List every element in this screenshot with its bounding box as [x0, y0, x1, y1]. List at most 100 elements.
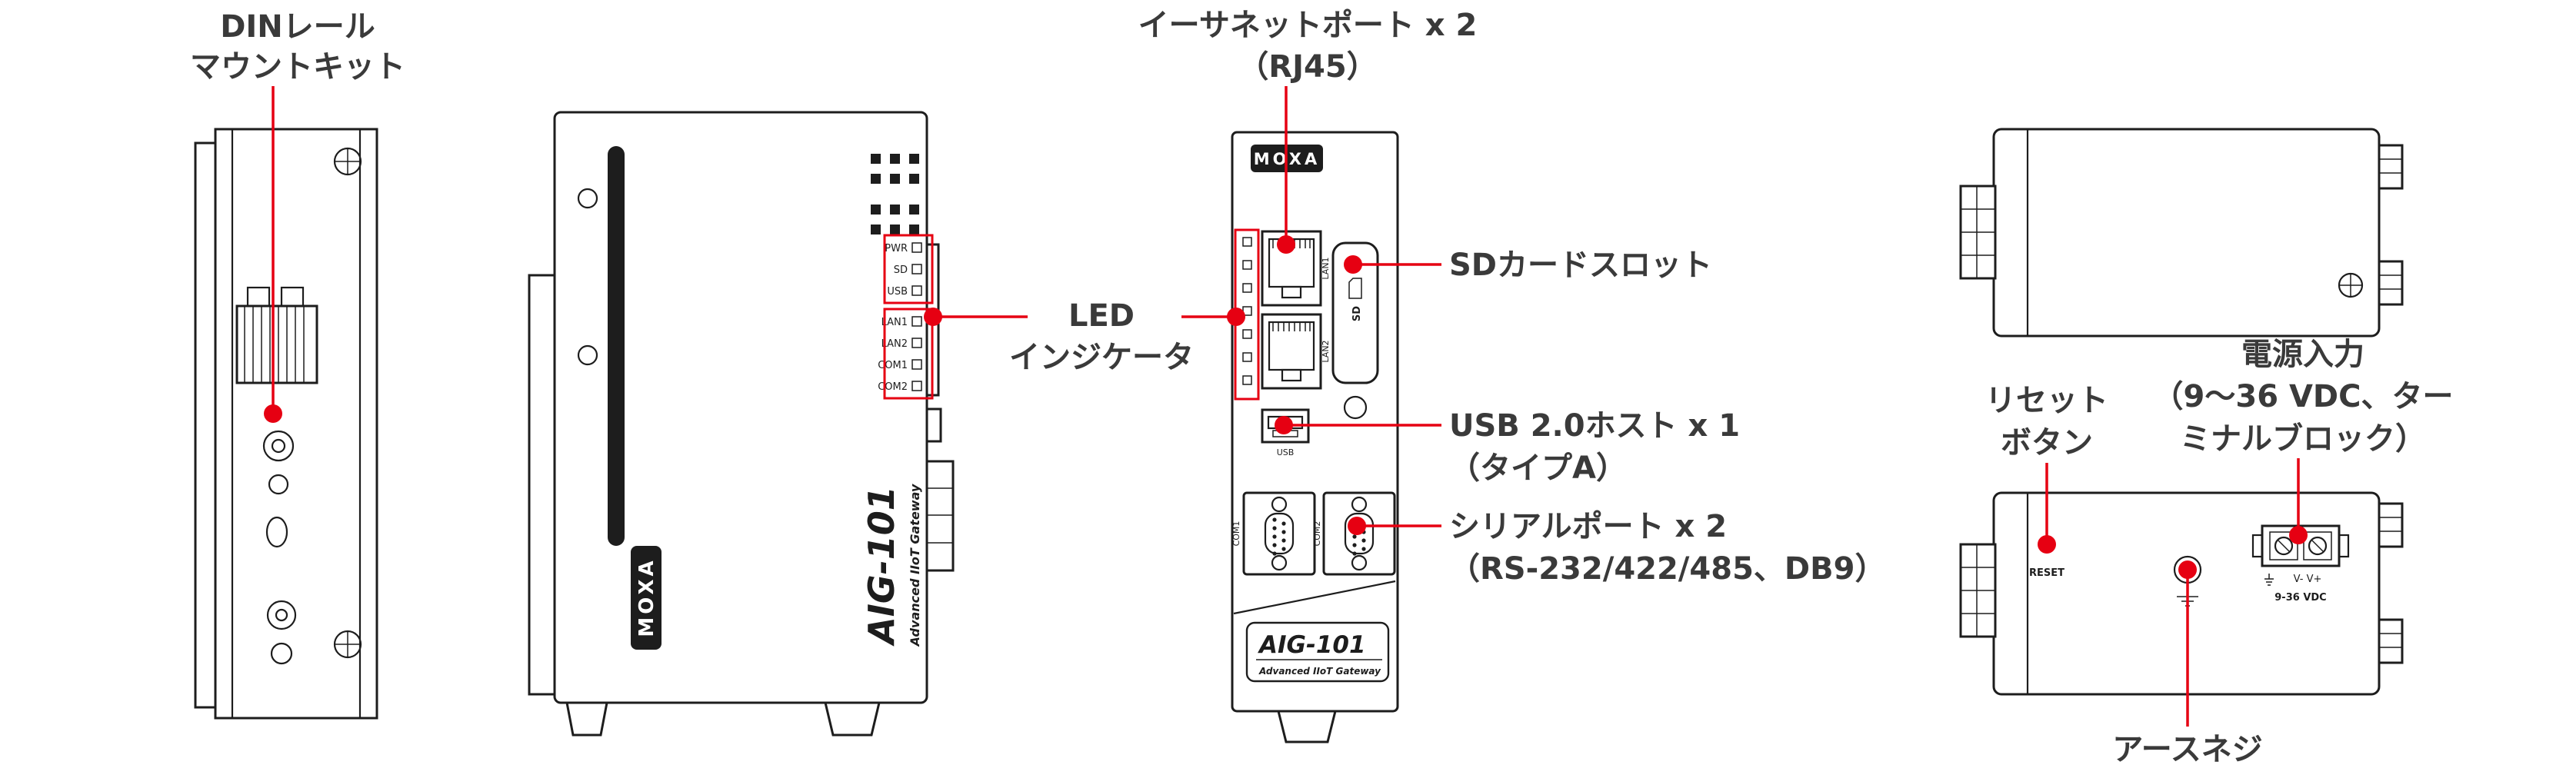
- callout-usb: [1275, 416, 1441, 434]
- label-ethernet-line2: （RJ45）: [1238, 49, 1377, 85]
- led-row: LAN2: [881, 338, 922, 350]
- led-group-box-1: [883, 234, 934, 304]
- callout-ground: [2178, 560, 2197, 727]
- db9-shell: [1344, 512, 1375, 555]
- led-label: USB: [887, 286, 908, 298]
- din-clip-side: [528, 274, 556, 696]
- callout-dot: [1227, 308, 1245, 326]
- lan1-port-label: LAN1: [1321, 257, 1331, 279]
- side-serial-edge: [925, 460, 955, 572]
- led-label: SD: [894, 264, 908, 276]
- callout-din-rail: [264, 86, 282, 423]
- callout-dot: [2289, 526, 2308, 544]
- rear-left-flange: [194, 141, 217, 709]
- label-serial-line1: シリアルポート x 2: [1449, 509, 1727, 544]
- front-foot: [1277, 710, 1337, 743]
- top-view: [1959, 128, 2404, 338]
- db9-screw-top: [1351, 496, 1368, 513]
- model-name-side: AIG-101: [861, 486, 902, 647]
- label-reset-line1: リセット: [1985, 383, 2108, 418]
- led-square: [911, 285, 922, 296]
- label-usb-line2: （タイプA）: [1449, 451, 1627, 486]
- side-foot-left: [565, 701, 608, 737]
- bottom-view: RESET V- V+ 9-36 VDC: [1959, 491, 2404, 696]
- callout-ethernet: [1277, 86, 1295, 254]
- rear-screw-bottom: [333, 630, 362, 659]
- din-clip-body: [235, 304, 318, 384]
- label-power-line2: （9〜36 VDC、ター: [2153, 379, 2454, 414]
- rj45-pins: [1272, 322, 1311, 331]
- lower-hole-2: [270, 642, 293, 665]
- db9-pins: [1272, 517, 1286, 556]
- front-screw-hole: [1343, 395, 1368, 420]
- led-row: USB: [887, 285, 922, 298]
- terminal-cell-2: [2303, 531, 2332, 560]
- led-square: [911, 242, 922, 253]
- terminal-screw-2: [2308, 536, 2328, 556]
- led-square: [911, 338, 922, 348]
- logo-plate: [631, 546, 661, 650]
- rj45-port-1: LAN1: [1261, 230, 1331, 307]
- spring-anchor-outer: [262, 430, 295, 462]
- model-subtitle-front: Advanced IIoT Gateway: [1258, 666, 1381, 677]
- annotation-labels: DINレール マウントキット イーサネットポート x 2 （RJ45） LED …: [190, 8, 2453, 765]
- led-square: [911, 316, 922, 327]
- led-label: COM2: [878, 381, 908, 393]
- led-label: PWR: [885, 243, 908, 254]
- terminal-screw-1: [2274, 536, 2294, 556]
- side-groove: [608, 146, 625, 546]
- top-right-connector-1: [2378, 144, 2404, 190]
- bottom-terminal-side: [1959, 543, 1997, 638]
- callout-dot: [1277, 235, 1295, 254]
- top-right-connector-2: [2378, 260, 2404, 306]
- sd-card-slot: SD: [1331, 241, 1379, 384]
- side-led-column: PWR SD USB LAN1 LAN2 COM1: [878, 242, 922, 393]
- label-reset-line2: ボタン: [2001, 425, 2093, 461]
- label-usb-line1: USB 2.0ホスト x 1: [1449, 408, 1740, 444]
- callout-led: [883, 228, 1260, 401]
- label-ethernet-line1: イーサネットポート x 2: [1138, 8, 1478, 43]
- badge-frame: [1245, 621, 1390, 683]
- db9-shell: [1264, 512, 1295, 555]
- top-body: [1992, 128, 2381, 338]
- led-row: PWR: [885, 242, 922, 254]
- label-ground: アースネジ: [2112, 732, 2263, 765]
- rear-panel-lines: [231, 129, 362, 718]
- side-vent-dots: [871, 154, 919, 234]
- model-badge: AIG-101 Advanced IIoT Gateway: [1245, 621, 1390, 683]
- model-subtitle-side: Advanced IIoT Gateway: [908, 484, 922, 647]
- lan2-port-label: LAN2: [1321, 340, 1331, 362]
- side-hole-bottom: [577, 344, 598, 366]
- lower-hole-inner: [275, 608, 288, 622]
- bottom-right-connector-2: [2378, 618, 2404, 664]
- terminal-ear-left: [2251, 534, 2264, 558]
- db9-screw-bottom: [1271, 554, 1288, 571]
- label-led-line2: インジケータ: [1009, 340, 1194, 375]
- callout-dot: [1344, 255, 1362, 274]
- screw-cross-icon: [335, 148, 361, 175]
- terminal-ear-right: [2338, 534, 2350, 558]
- rear-screw-top: [333, 147, 362, 176]
- db9-screw-bottom: [1351, 554, 1368, 571]
- usb-port-label: USB: [1277, 447, 1295, 457]
- top-terminal-side: [1959, 185, 1997, 280]
- serial-port-1: COM1: [1231, 491, 1316, 576]
- terminal-screw-slots: [2278, 540, 2324, 552]
- top-screw: [2338, 272, 2364, 298]
- spring-slot: [265, 516, 288, 548]
- din-rail-mount-kit: [235, 286, 318, 665]
- led-square: [911, 264, 922, 274]
- label-led-line1: LED: [1068, 298, 1135, 334]
- spring-hole: [268, 474, 289, 495]
- callout-dot: [264, 404, 282, 423]
- front-led-strip: [1242, 237, 1252, 385]
- moxa-logo-front: MOXA: [1251, 145, 1323, 172]
- led-row: LAN1: [881, 316, 922, 328]
- com2-port-label: COM2: [1312, 521, 1322, 547]
- sd-card-icon: [1348, 278, 1362, 299]
- reset-print-label: RESET: [2029, 567, 2064, 579]
- callout-dot: [1275, 416, 1293, 434]
- led-label: LAN1: [881, 317, 908, 328]
- callout-dot: [924, 308, 942, 326]
